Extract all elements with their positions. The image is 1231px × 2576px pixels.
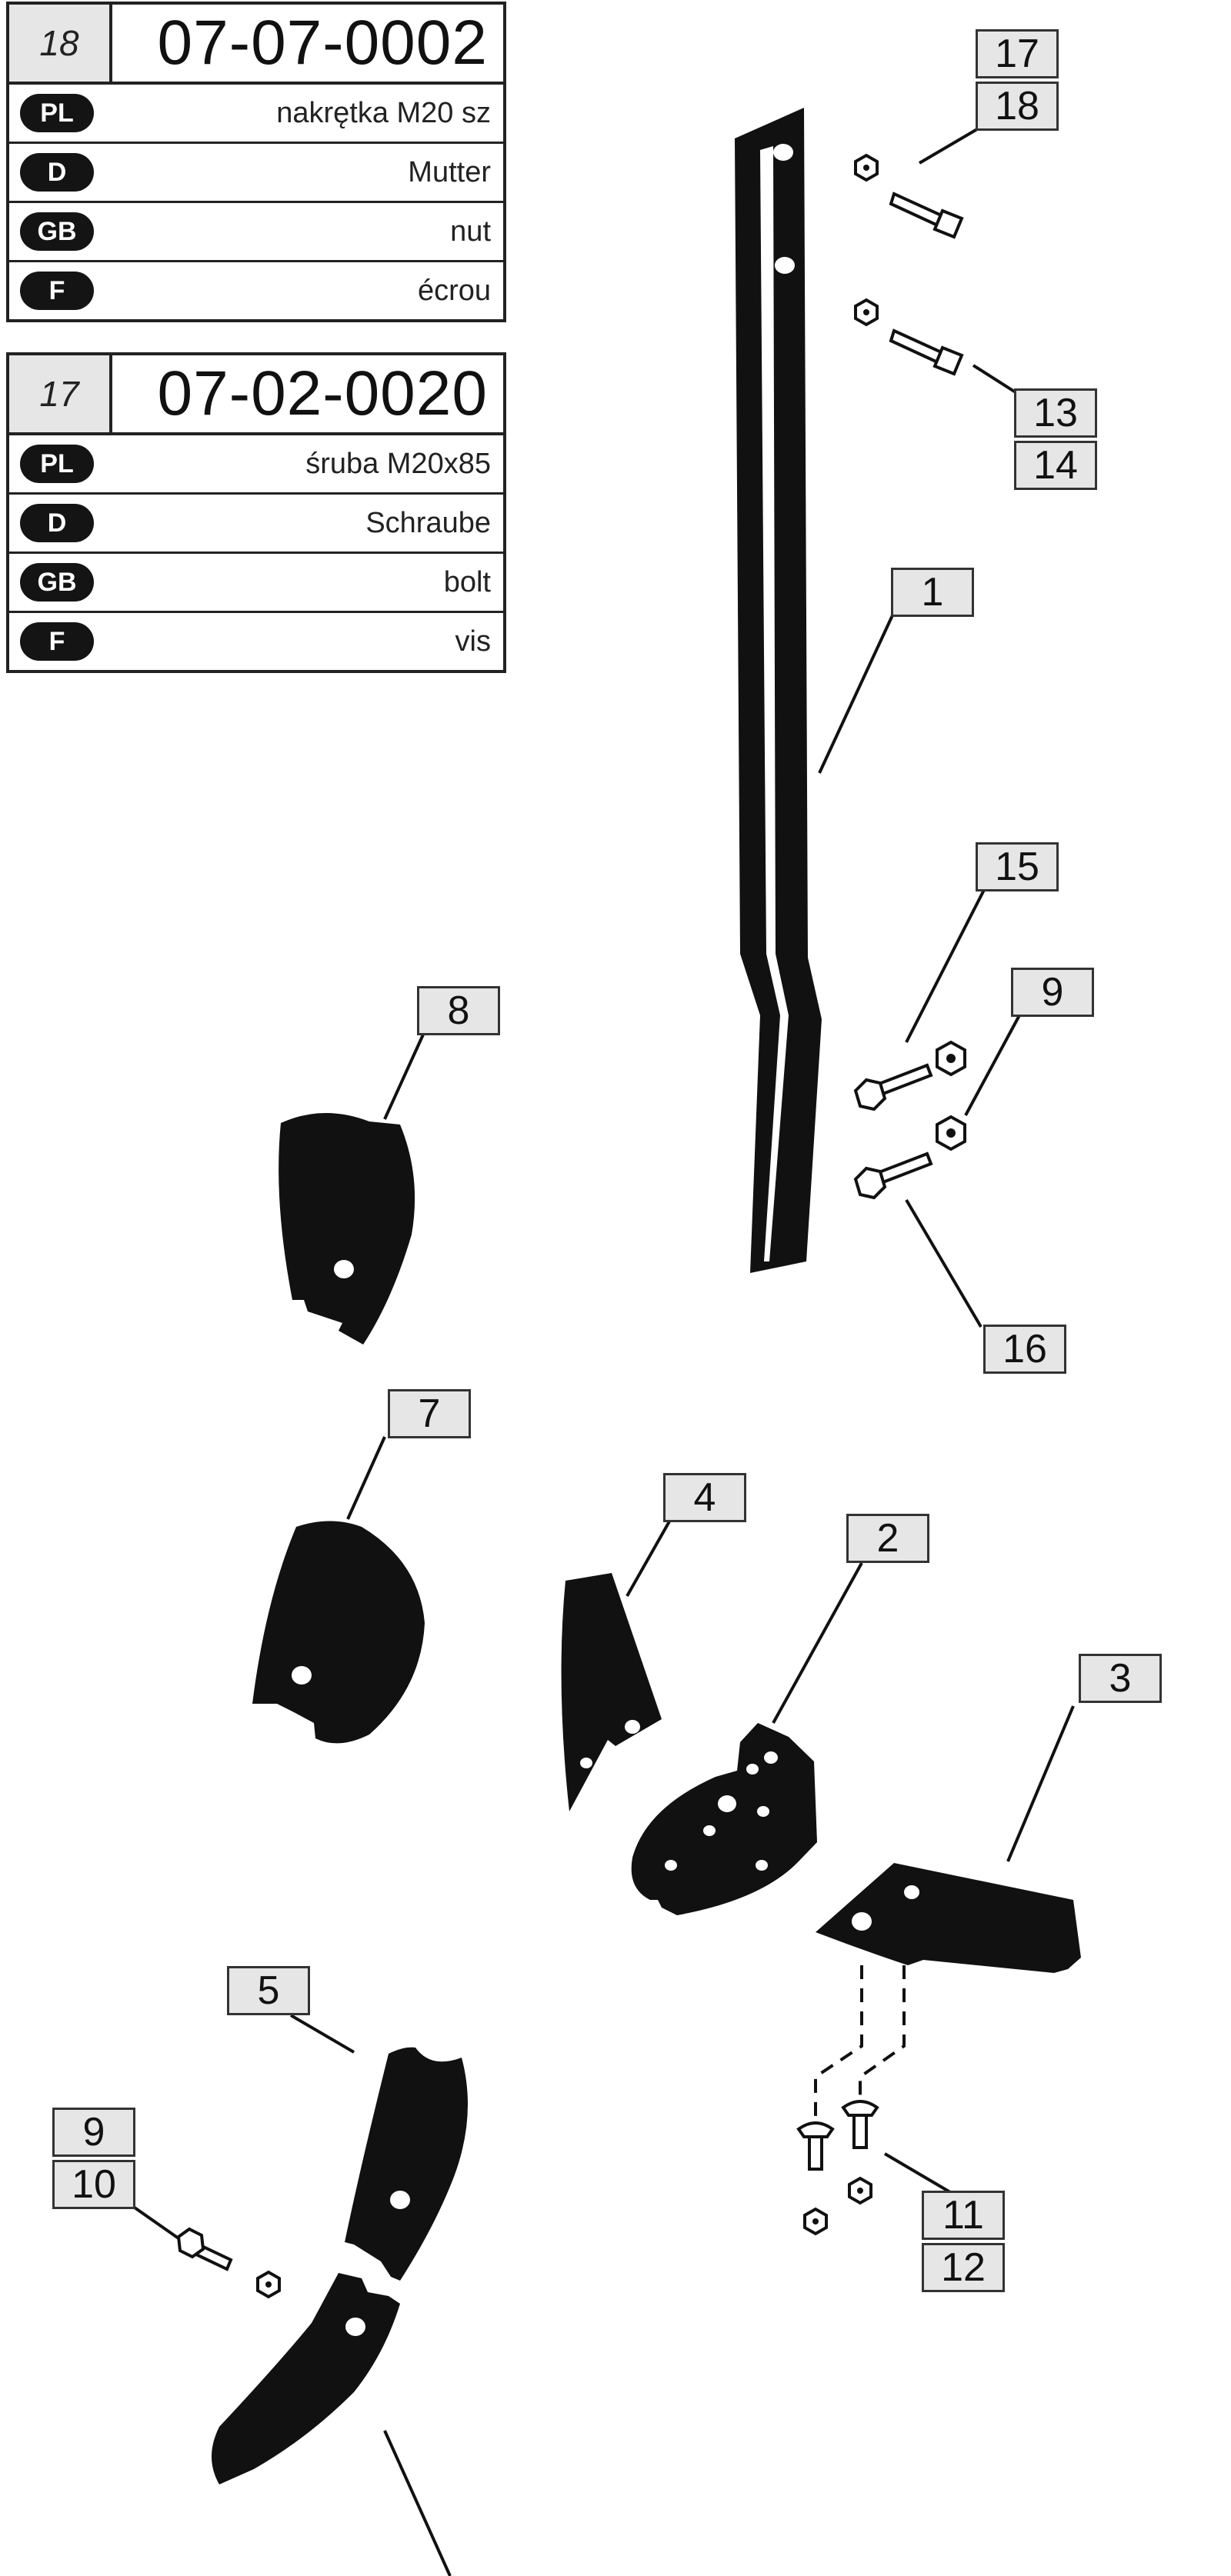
translation-row-d: D Mutter (9, 144, 503, 203)
callout-5: 5 (227, 1966, 310, 2015)
shank-part-1 (735, 108, 822, 1273)
blade-part-5 (212, 2047, 468, 2484)
callout-8: 8 (417, 986, 500, 1035)
callout-4: 4 (663, 1473, 746, 1522)
callout-2: 2 (846, 1514, 929, 1563)
nut-icon (936, 1115, 966, 1151)
part-code: 07-02-0020 (157, 358, 488, 428)
callout-3: 3 (1079, 1654, 1162, 1703)
dashed-guide (859, 1965, 906, 2108)
leader-line (626, 1521, 671, 1597)
blade-part-3 (816, 1863, 1081, 1973)
leader-lines (131, 128, 1075, 2576)
blade-part-7 (252, 1521, 425, 1744)
callout-10: 10 (52, 2160, 135, 2209)
part-name: bolt (443, 565, 491, 598)
part-name: Mutter (408, 155, 491, 188)
part-index: 17 (9, 355, 112, 432)
nut-icon (256, 2270, 281, 2299)
leader-line (818, 615, 894, 774)
callout-1: 1 (891, 568, 974, 617)
callout-9-lower: 9 (52, 2108, 135, 2157)
callout-13: 13 (1014, 388, 1097, 438)
callout-7: 7 (388, 1389, 471, 1438)
part-card-18: 18 07-07-0002 PL nakrętka M20 sz D Mutte… (6, 2, 506, 322)
blade-part-8 (279, 1112, 415, 1345)
leader-line (972, 364, 1017, 394)
nut-icon (854, 153, 879, 182)
leader-line (383, 1034, 425, 1120)
part-name: écrou (417, 274, 491, 307)
leader-line (905, 1198, 982, 1328)
part-name: Schraube (365, 506, 491, 539)
part-name: śruba M20x85 (305, 447, 491, 480)
bolt-icon (889, 328, 964, 376)
language-badge: F (20, 272, 94, 310)
bolt-icon (796, 2121, 835, 2171)
translation-row-pl: PL nakrętka M20 sz (9, 85, 503, 144)
lower-right-fasteners (796, 2100, 879, 2236)
leader-line (346, 1436, 386, 1520)
nut-icon (854, 298, 879, 327)
translation-row-pl: PL śruba M20x85 (9, 435, 503, 495)
leader-line (1006, 1705, 1075, 1862)
leader-line (383, 2430, 452, 2576)
leader-line (905, 888, 986, 1043)
leader-line (918, 128, 979, 165)
leader-line (289, 2014, 355, 2054)
callout-14: 14 (1014, 441, 1097, 490)
translation-row-f: F écrou (9, 262, 503, 319)
callout-9: 9 (1011, 968, 1094, 1017)
language-badge: PL (20, 94, 94, 132)
blade-part-2 (631, 1723, 817, 1915)
blade-part-4 (561, 1573, 662, 1811)
translation-row-gb: GB bolt (9, 554, 503, 613)
nut-icon (803, 2207, 828, 2236)
assembly-dashed-lines (814, 1965, 906, 2119)
callout-18: 18 (976, 82, 1059, 131)
part-name: nut (450, 215, 491, 248)
language-badge: PL (20, 445, 94, 483)
language-badge: D (20, 153, 94, 192)
bolt-icon (853, 1151, 933, 1200)
part-name: nakrętka M20 sz (276, 96, 491, 129)
callout-11: 11 (922, 2191, 1005, 2240)
leader-line (772, 1562, 863, 1724)
nut-icon (936, 1040, 966, 1077)
callout-12: 12 (922, 2243, 1005, 2292)
part-card-header: 18 07-07-0002 (9, 5, 503, 85)
bolt-icon (841, 2100, 879, 2149)
callout-17: 17 (976, 29, 1059, 78)
part-card-17: 17 07-02-0020 PL śruba M20x85 D Schraube… (6, 352, 506, 673)
part-name: vis (455, 625, 491, 658)
middle-fasteners (853, 1040, 966, 1200)
callout-15: 15 (976, 842, 1059, 891)
language-badge: D (20, 504, 94, 542)
leader-line (131, 2204, 180, 2240)
bolt-icon (889, 192, 964, 239)
dashed-guide (814, 1965, 863, 2119)
lower-left-fasteners (176, 2227, 281, 2299)
translation-row-f: F vis (9, 613, 503, 670)
callout-16: 16 (983, 1325, 1066, 1374)
part-card-header: 17 07-02-0020 (9, 355, 503, 435)
upper-fasteners (854, 153, 964, 376)
leader-line (883, 2152, 952, 2194)
language-badge: GB (20, 563, 94, 602)
leader-line (964, 1015, 1021, 1116)
part-index: 18 (9, 5, 112, 82)
translation-row-gb: GB nut (9, 203, 503, 262)
translation-row-d: D Schraube (9, 495, 503, 554)
language-badge: GB (20, 212, 94, 251)
language-badge: F (20, 622, 94, 661)
bolt-icon (176, 2227, 233, 2271)
bolt-icon (853, 1063, 933, 1111)
nut-icon (848, 2176, 872, 2205)
part-code: 07-07-0002 (157, 8, 488, 78)
